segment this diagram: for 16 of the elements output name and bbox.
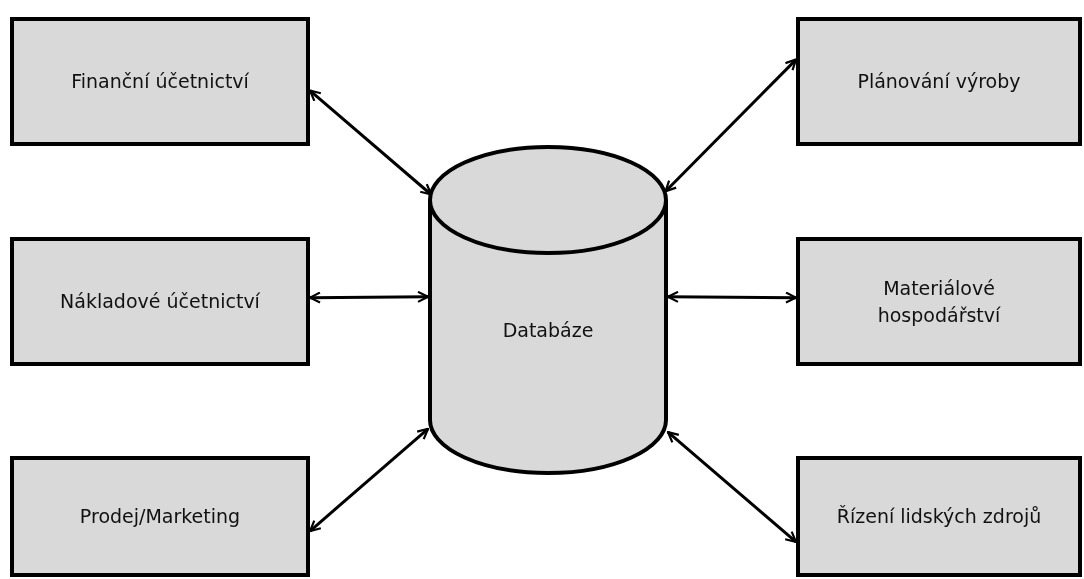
double-arrow [666,430,798,544]
module-box [10,456,310,577]
module-box [796,456,1082,577]
module-box [10,17,310,146]
module-box [796,237,1082,366]
module-label: Prodej/Marketing [78,504,242,530]
module-box [796,17,1082,146]
double-arrow [666,290,798,304]
double-arrow [664,58,798,193]
module-label: Materiálové hospodářství [876,275,1002,328]
module-label: Databáze [501,317,595,343]
module-label: Finanční účetnictví [70,69,250,95]
module-box [10,237,310,366]
module-label: Plánování výroby [856,69,1022,95]
module-label: Řízení lidských zdrojů [835,504,1043,530]
module-label: Nákladové účetnictví [59,289,261,315]
